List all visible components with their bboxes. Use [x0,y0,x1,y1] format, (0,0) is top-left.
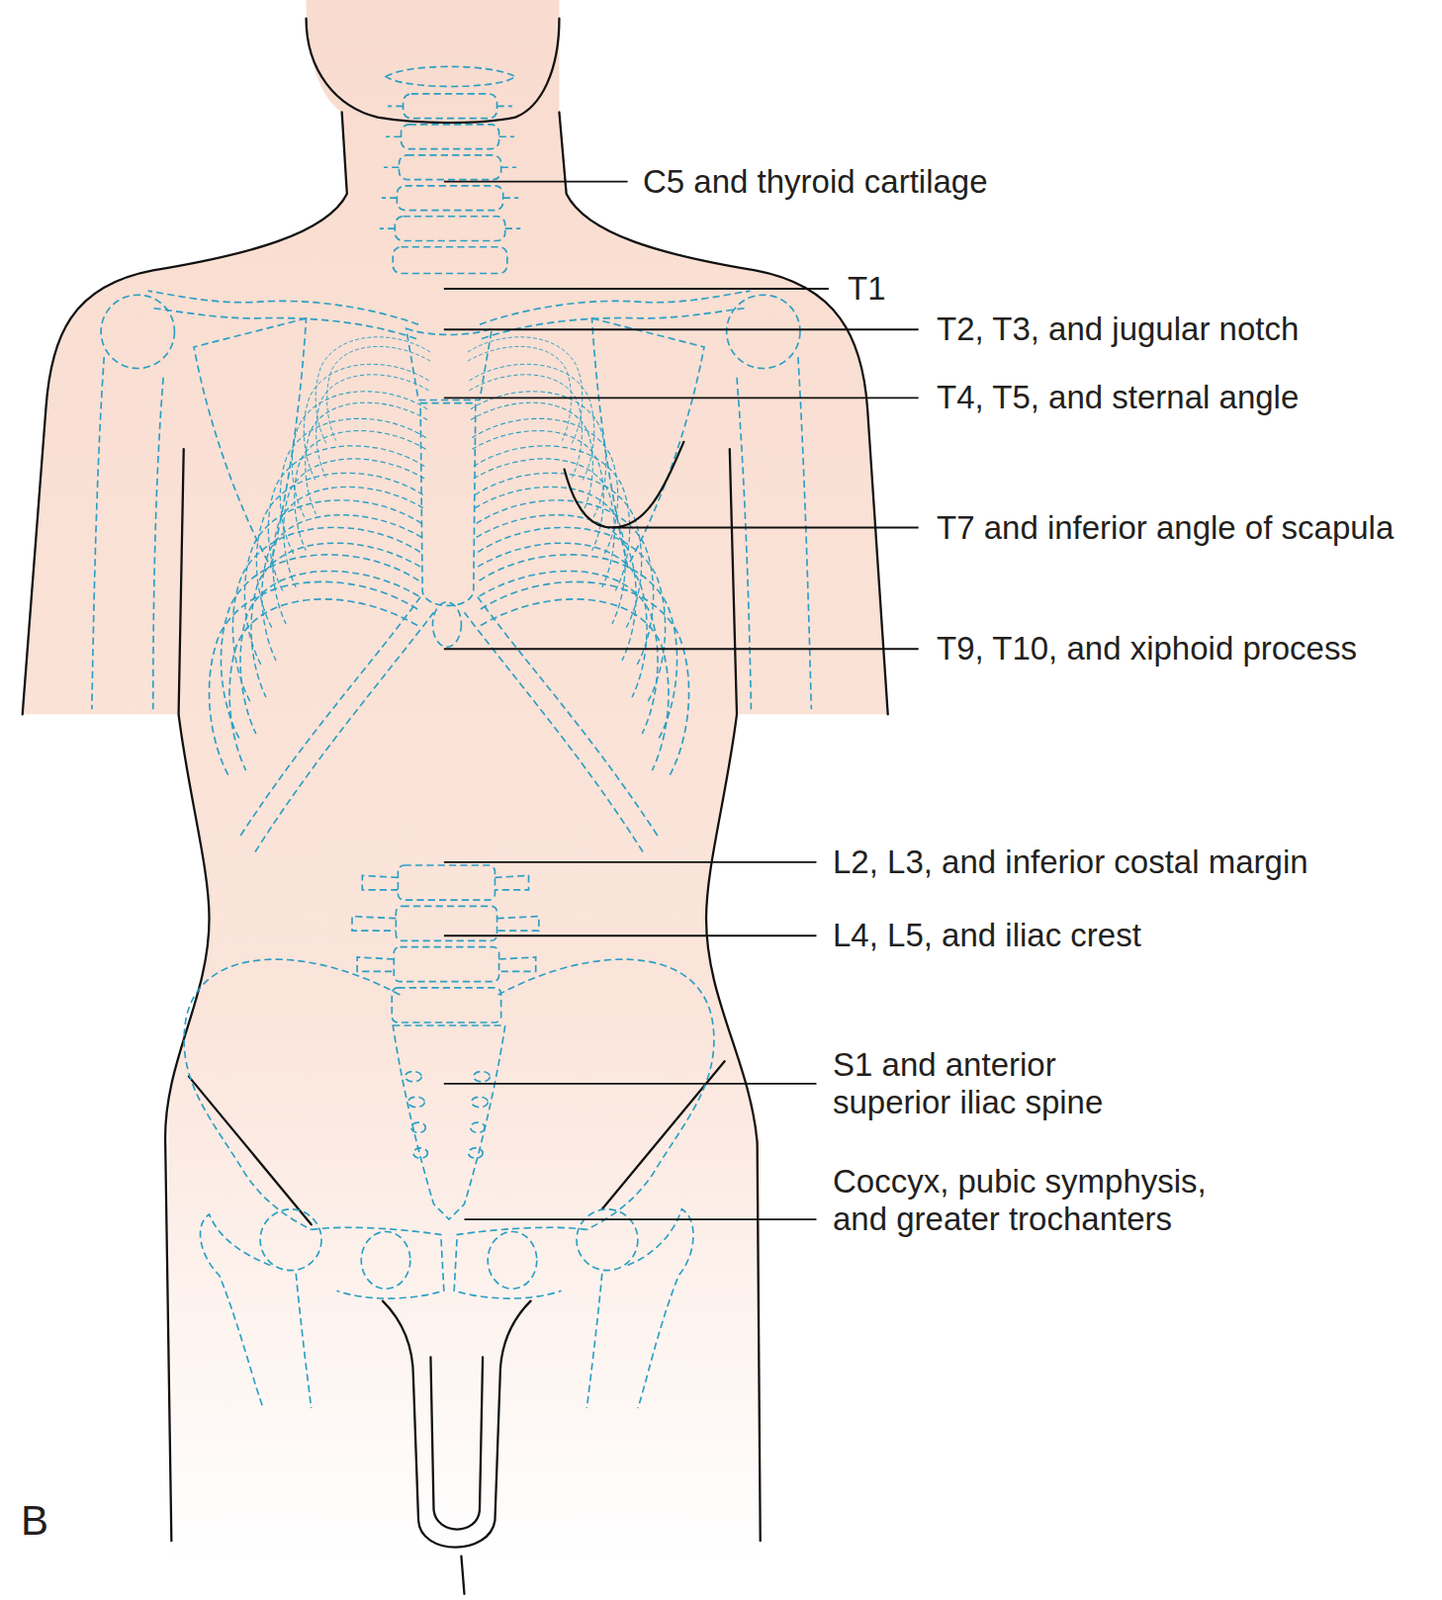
sacral-foramen [470,1122,485,1133]
lumbar-vertebra [391,988,501,1023]
cervical-vertebra [392,247,508,274]
rib [467,337,583,446]
right-silhouette [558,112,888,716]
rib [473,446,631,593]
rib [315,337,431,446]
rib [268,446,425,593]
left-ilium [183,959,400,1230]
landmark-label: S1 and anterior superior iliac spine [832,1046,1140,1122]
right-torso-edge [706,449,761,1541]
left-femoral-head [260,1209,322,1271]
rib [480,581,690,778]
rib [209,581,419,778]
left-silhouette [22,112,348,716]
left-clavicle [148,290,419,339]
leader-line [612,527,919,530]
skeleton [91,66,812,1409]
landmark-label: L4, L5, and iliac crest [832,916,1142,955]
xiphoid [433,602,462,647]
leader-line [444,328,919,331]
landmark-label: C5 and thyroid cartilage [642,163,989,201]
lumbar-processes [352,875,540,972]
sacral-foramen [405,1071,423,1082]
right-humeral-head [726,294,801,368]
cervical-vertebra [396,185,503,211]
cervical-vertebra [398,155,501,181]
lumbar-vertebra [393,947,499,983]
manubrium [406,328,493,400]
sacral-foramen [473,1071,491,1082]
cervical-vertebra [394,216,505,242]
leader-line [463,1218,816,1221]
sternum-body [420,403,476,607]
leader-line [444,397,919,400]
sacral-foramen [408,1096,426,1107]
costal-margin [239,597,658,853]
obturator-foramen [360,1231,411,1289]
landmark-label: L2, L3, and inferior costal margin [832,843,1309,882]
landmark-label: T7 and inferior angle of scapula [936,509,1394,547]
atlas [385,66,516,87]
cervical-processes [379,105,521,229]
leader-line [444,647,919,650]
left-humeral-head [100,294,175,368]
landmark-label: Coccyx, pubic symphysis, and greater tro… [832,1163,1239,1239]
sacrum [392,1025,506,1220]
leader-line [444,934,817,937]
right-clavicle [479,290,750,339]
sacral-foramen [413,1148,428,1159]
rib [244,500,422,667]
landmark-label: T4, T5, and sternal angle [936,378,1299,417]
landmark-label: T2, T3, and jugular notch [936,310,1299,349]
right-femur [586,1209,694,1409]
head-outline [306,18,560,124]
scapula-angle-mark [564,442,685,529]
genital-inner [430,1356,483,1530]
right-ilium [498,959,715,1230]
left-femur [200,1214,312,1409]
panel-letter: B [20,1497,49,1545]
sacral-foramen [468,1148,483,1159]
cervical-vertebra [401,124,500,150]
obturator-foramen [487,1231,538,1289]
sacral-foramen [411,1122,426,1133]
leader-line [444,287,829,290]
genital-outline [382,1301,532,1548]
pubic-bones [311,1227,588,1299]
midline-mark [460,1556,464,1595]
cervical-vertebra [403,93,498,119]
sacral-foramen [471,1096,489,1107]
left-groin-line [188,1077,312,1226]
landmark-label: T9, T10, and xiphoid process [936,630,1357,668]
body-fill [22,0,889,1600]
leader-line [444,861,817,864]
leader-line [444,1082,817,1085]
right-femoral-head [576,1209,638,1271]
lumbar-vertebra [397,865,495,901]
landmark-label: T1 [847,270,887,308]
body-outline [22,18,889,1595]
left-torso-edge [165,449,209,1541]
leader-line [444,180,629,183]
left-humerus [91,357,164,710]
right-humerus [736,357,812,710]
